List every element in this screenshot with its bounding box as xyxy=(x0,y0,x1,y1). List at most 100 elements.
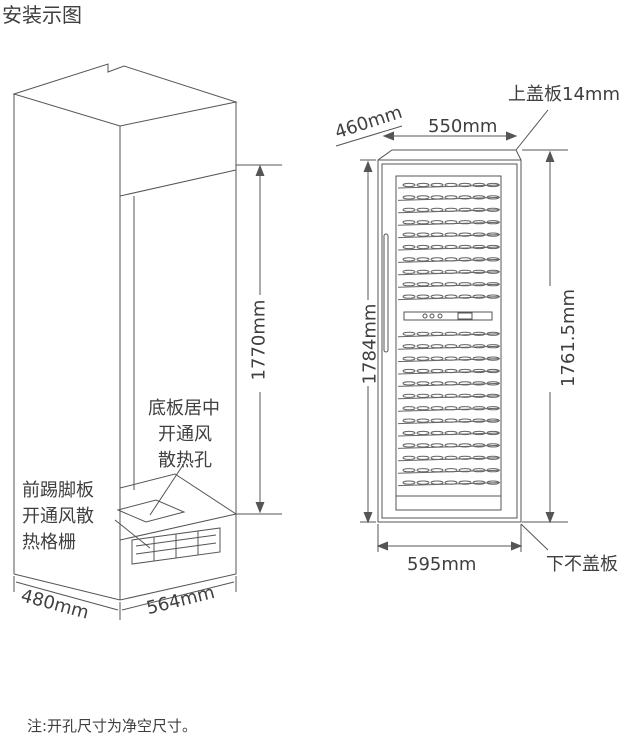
bottle-shape xyxy=(402,257,416,262)
footnote: 注:开孔尺寸为净空尺寸。 xyxy=(27,717,198,735)
bottle-shape xyxy=(430,257,444,262)
bottle-shape xyxy=(430,195,444,200)
bottle-shape xyxy=(472,443,486,448)
bottle-shape xyxy=(472,282,486,287)
bottle-shape xyxy=(402,282,416,287)
height-label-1770: 1770mm xyxy=(248,299,270,381)
cabinet-opening-outline xyxy=(12,63,238,601)
inner-height-dimension xyxy=(522,149,568,524)
bottle-shape xyxy=(486,468,500,473)
overall-height-dimension xyxy=(360,159,376,524)
bottle-shape xyxy=(472,294,486,299)
bottom-dimensions-left xyxy=(13,576,237,620)
bottle-shape xyxy=(416,220,430,225)
bottle-shape xyxy=(458,282,472,287)
bottle-shape xyxy=(402,381,416,386)
bottle-shape xyxy=(486,331,500,336)
bottle-shape xyxy=(472,356,486,361)
bottle-shape xyxy=(444,368,458,374)
bottle-shape xyxy=(416,356,430,361)
bottle-shape xyxy=(458,468,472,473)
bottle-shape xyxy=(458,182,472,188)
kick-plate-line-2: 开通风散 xyxy=(22,506,94,527)
bottle-shape xyxy=(444,232,458,237)
bottle-shape xyxy=(444,381,458,386)
bottle-shape xyxy=(402,220,416,225)
bottle-shape xyxy=(458,331,472,336)
bottle-shape xyxy=(472,344,486,349)
bottle-shape xyxy=(486,232,500,237)
bottle-shape xyxy=(486,269,500,274)
bottle-shape xyxy=(486,381,500,386)
bottle-shape xyxy=(472,406,486,411)
bottle-shape xyxy=(486,455,500,460)
bottom-width-label-595: 595mm xyxy=(407,554,477,575)
bottle-shape xyxy=(402,430,416,436)
bottle-shape xyxy=(486,344,500,349)
bottle-shape xyxy=(444,468,458,473)
bottle-shape xyxy=(458,356,472,361)
bottle-shape xyxy=(472,455,486,460)
bottle-shape xyxy=(430,344,444,349)
bottle-shape xyxy=(472,368,486,374)
bottle-shape xyxy=(430,430,444,436)
bottle-shape xyxy=(472,195,486,200)
bottle-shape xyxy=(402,195,416,200)
bottle-shape xyxy=(444,393,458,398)
bottle-shape xyxy=(416,331,430,336)
bottle-shape xyxy=(472,182,486,188)
bottle-shape xyxy=(444,257,458,262)
top-cover-label: 上盖板14mm xyxy=(508,84,620,105)
bottle-shape xyxy=(444,294,458,299)
bottle-shape xyxy=(486,220,500,225)
bottle-shape xyxy=(486,418,500,423)
bottle-shape xyxy=(444,356,458,361)
bottle-shape xyxy=(430,418,444,423)
bottle-shape xyxy=(430,468,444,473)
bottle-shape xyxy=(486,195,500,200)
bottle-shape xyxy=(458,443,472,448)
diagram-title: 安装示图 xyxy=(2,3,82,27)
bottle-shape xyxy=(444,282,458,287)
bottle-shape xyxy=(472,232,486,237)
bottle-shape xyxy=(472,393,486,398)
bottle-shape xyxy=(458,418,472,423)
bottle-shape xyxy=(416,480,430,485)
bottle-shape xyxy=(486,430,500,436)
bottle-shape xyxy=(402,368,416,374)
bottle-shape xyxy=(416,344,430,349)
bottle-shape xyxy=(458,368,472,374)
bottle-shape xyxy=(430,455,444,460)
bottle-shape xyxy=(486,406,500,411)
bottle-shape xyxy=(416,182,430,188)
bottle-shape xyxy=(486,244,500,250)
bottle-shape xyxy=(402,182,416,188)
bottle-shape xyxy=(416,207,430,212)
bottle-shape xyxy=(416,294,430,299)
bottle-shape xyxy=(472,257,486,262)
bottle-shape xyxy=(486,368,500,374)
bottle-shape xyxy=(444,244,458,250)
bottle-shape xyxy=(472,418,486,423)
bottle-shape xyxy=(486,182,500,188)
vent-leader-line xyxy=(149,461,186,516)
bottle-shape xyxy=(416,244,430,250)
bottle-shape xyxy=(416,418,430,423)
bottom-cover-leader-line xyxy=(520,523,549,551)
bottle-shape xyxy=(472,381,486,386)
bottle-shape xyxy=(472,480,486,485)
bottle-shape xyxy=(444,331,458,336)
bottle-shape xyxy=(444,195,458,200)
bottle-shape xyxy=(416,368,430,374)
bottle-shape xyxy=(430,381,444,386)
bottle-shape xyxy=(458,393,472,398)
bottle-shape xyxy=(430,356,444,361)
bottom-vent-line-1: 底板居中 xyxy=(148,398,220,419)
bottle-shape xyxy=(430,220,444,225)
bottle-shape xyxy=(472,220,486,225)
overall-height-label-1784: 1784mm xyxy=(359,303,381,385)
bottle-shape xyxy=(458,294,472,299)
bottle-shape xyxy=(458,480,472,485)
bottle-shape xyxy=(416,443,430,448)
